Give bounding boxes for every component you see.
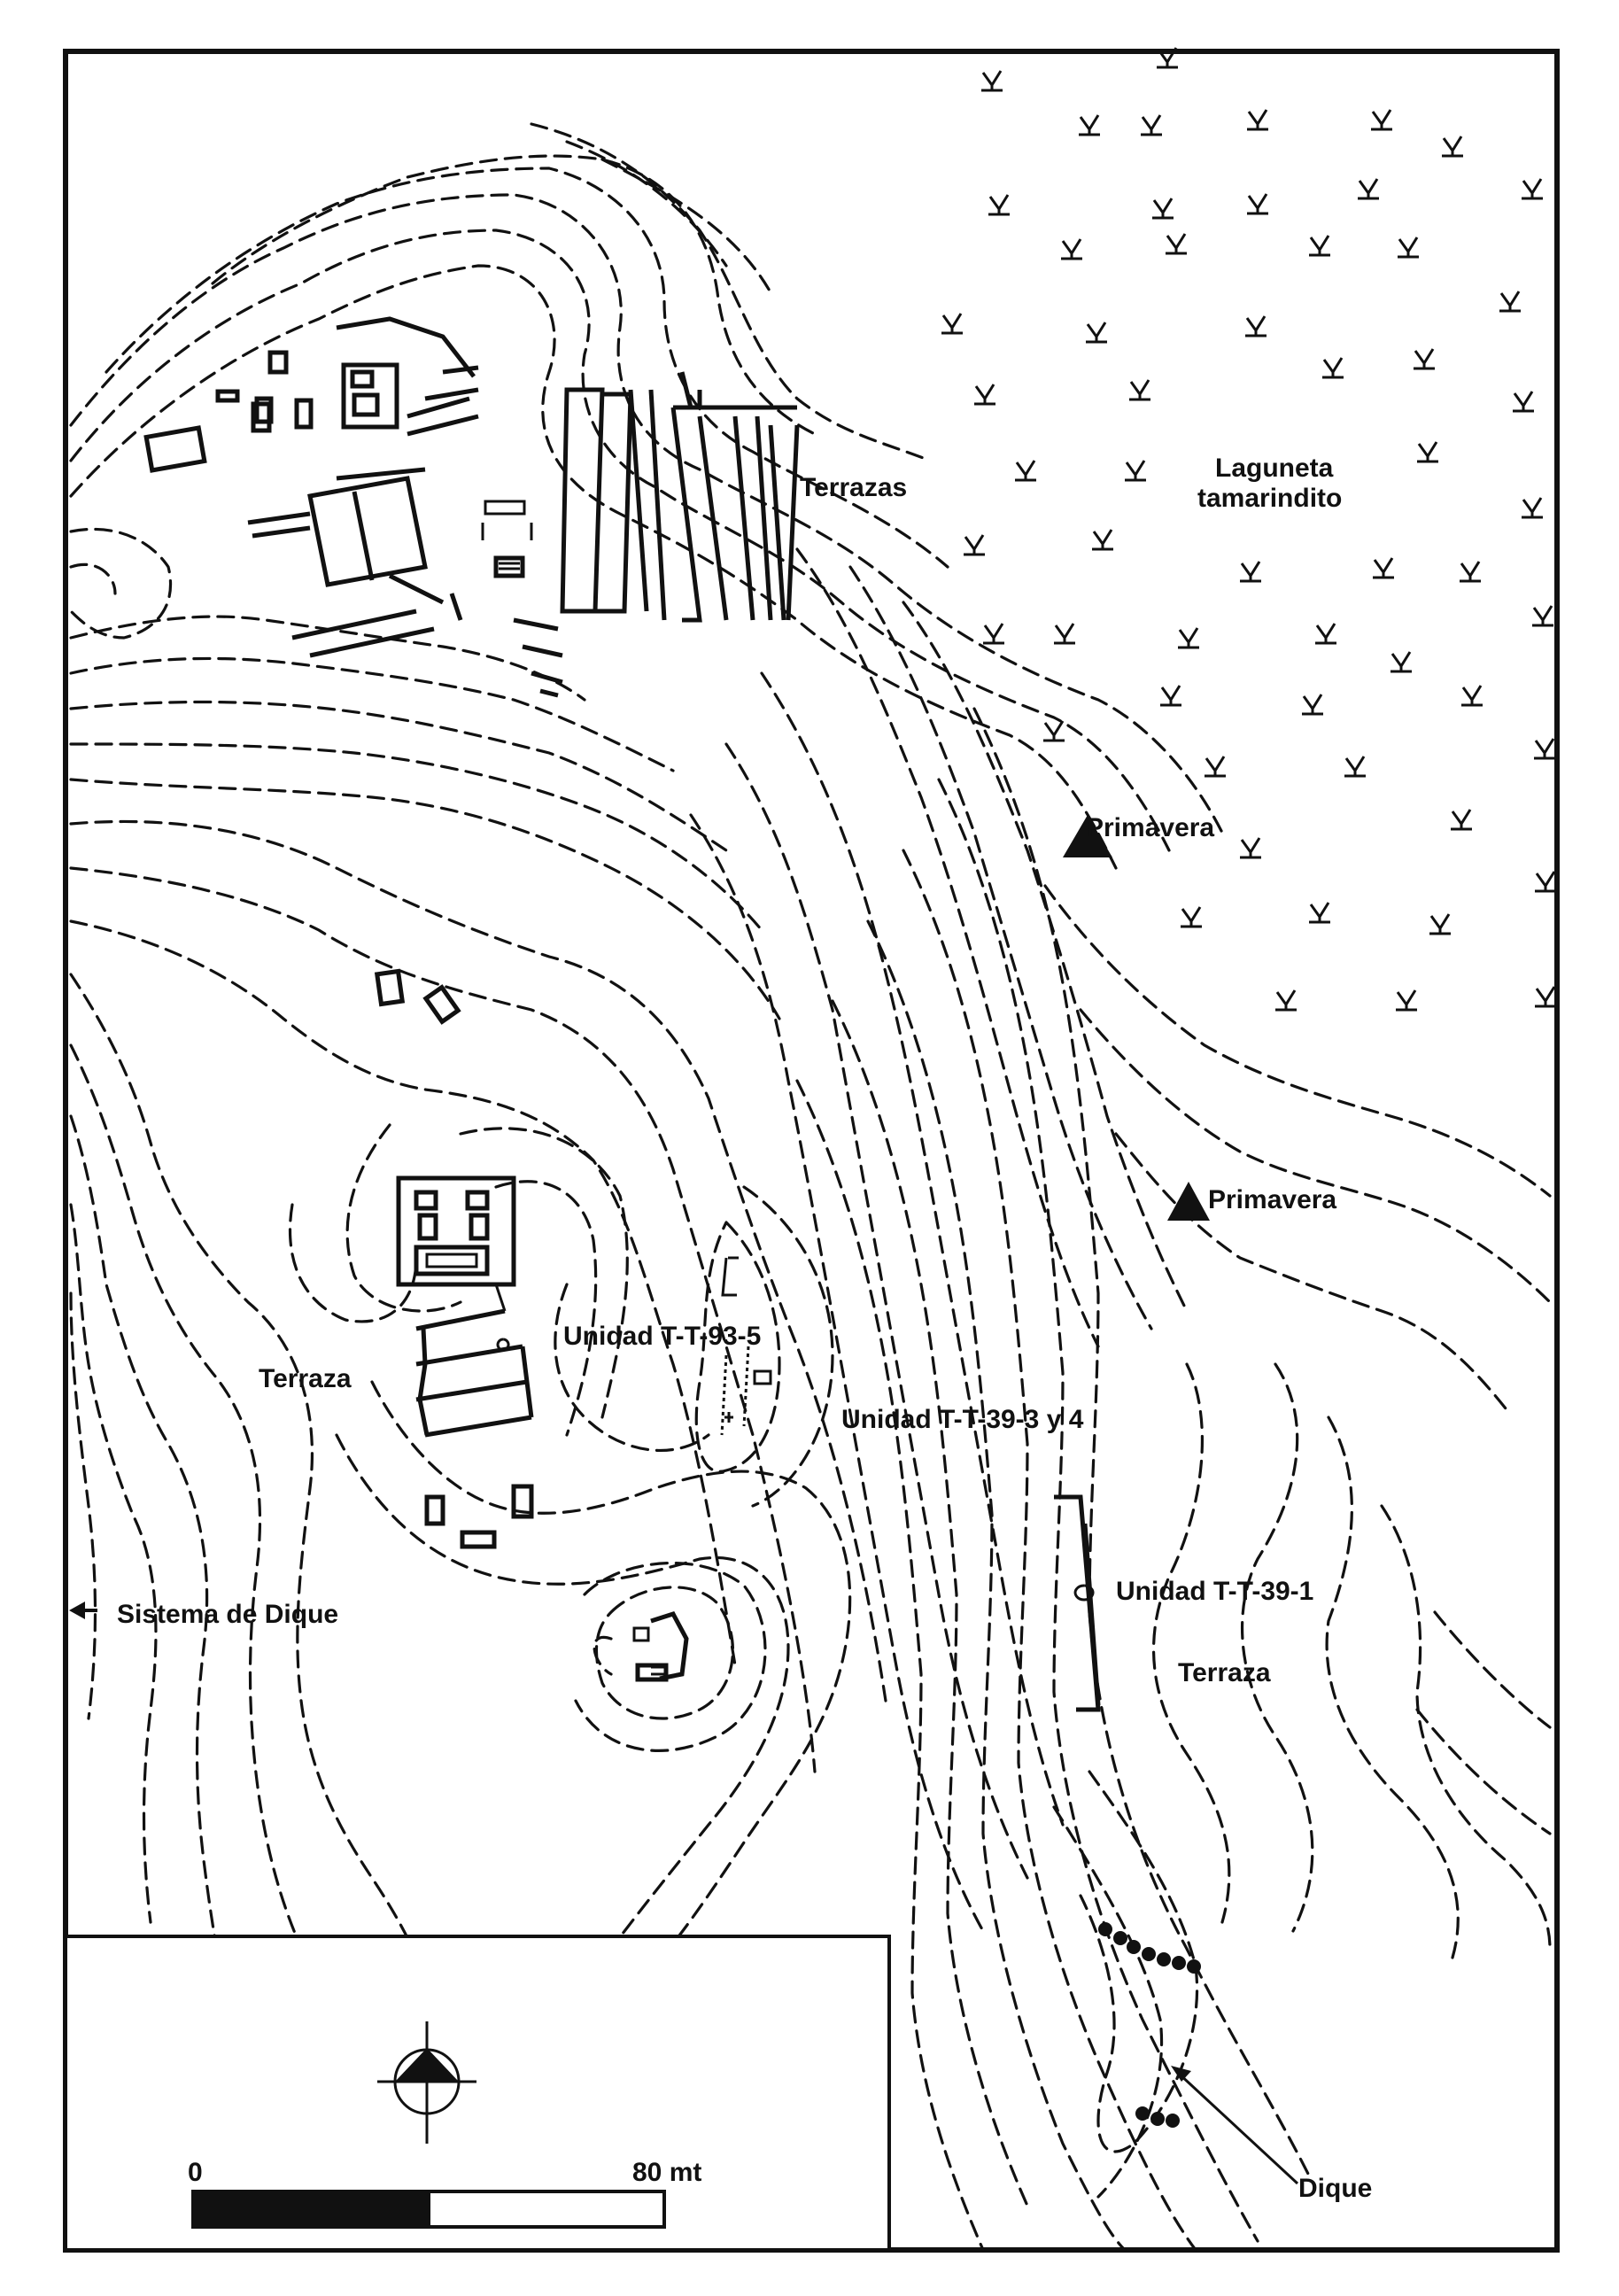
marsh-tuft-icon [1061,238,1082,260]
marsh-tuft-icon [1429,913,1451,935]
spring-triangle-icon [1063,815,1112,857]
marsh-tuft-icon [1532,605,1553,627]
marsh-tuft-icon [1247,193,1268,215]
sistema-de-dique-arrow-icon [69,1602,97,1619]
marsh-tuft-icon [1499,291,1521,313]
marsh-tuft-icon [1461,685,1483,707]
marsh-tuft-icon [1302,694,1323,716]
marsh-tuft-icon [1534,738,1555,760]
marsh-tuft-icon [1240,561,1261,583]
label-unidad-t-t-93-5: Unidad T-T-93-5 [563,1322,761,1351]
marsh-tuft-icon [1129,379,1150,401]
terrazas-strips [560,371,800,623]
dique-arrow [1171,2066,1299,2185]
marsh-tuft-icon [1417,441,1438,463]
marsh-tuft-icon [1371,109,1392,131]
marsh-tuft-icon [1015,460,1036,482]
scale-end-label: 80 mt [632,2158,701,2187]
marsh-tuft-icon [1152,198,1174,220]
marsh-tuft-icon [1086,322,1107,344]
marsh-tuft-icon [964,534,985,556]
marsh-tuft-icon [1358,178,1379,200]
marsh-tuft-icon [1160,685,1181,707]
marsh-tuft-icon [1442,136,1463,158]
map-labels: Terrazas Laguneta tamarindito Primavera … [117,454,1372,2203]
marsh-tuft-icon [1315,623,1336,645]
marsh-tuft-icon [1275,989,1297,1012]
label-sistema-de-dique: Sistema de Dique [117,1600,338,1629]
marsh-tuft-icon [1245,315,1267,337]
marsh-tuft-icon [1178,627,1199,649]
marsh-tuft-icon [1522,178,1543,200]
unidad-t-t-93-5-structures [720,1256,772,1436]
north-arrow-icon [377,2021,476,2144]
marsh-tuft-icon [1322,357,1344,379]
mound-structure [632,1610,689,1682]
marsh-tuft-icon [1205,756,1226,778]
marsh-tuft-icon [1166,233,1187,255]
marsh-tuft-icon [1344,756,1366,778]
north-structures [143,316,563,698]
mid-structures [374,968,461,1025]
marsh-tuft-icon [941,313,963,335]
label-laguneta: Laguneta [1215,454,1334,483]
label-terrazas: Terrazas [800,473,907,502]
marsh-tuft-icon [1373,557,1394,579]
label-unidad-t-t-39-3-y-4: Unidad T-T-39-3 y 4 [841,1405,1084,1434]
marsh-tuft-icon [1181,906,1202,928]
marsh-tuft-icon [1054,623,1075,645]
label-primavera-south: Primavera [1208,1185,1336,1214]
marsh-tuft-icon [1460,561,1481,583]
marsh-tuft-icon [1535,871,1556,893]
marsh-tuft-icon [1396,989,1417,1012]
label-unidad-t-t-39-1: Unidad T-T-39-1 [1116,1577,1313,1606]
marsh-tuft-icon [1535,986,1556,1008]
dique-dots [1098,1922,1201,2128]
marsh-tuft-icon [1522,497,1543,519]
scale-bar [191,2190,666,2229]
marsh-tuft-icon [1451,809,1472,831]
marsh-tuft-icon [1309,235,1330,257]
marsh-tuft-icon [981,70,1003,92]
marsh-tuft-icon [988,194,1010,216]
marsh-tuft-icon [1092,529,1113,551]
label-terraza-east: Terraza [1178,1658,1271,1687]
marsh-tuft-icon [1309,902,1330,924]
marsh-tuft-icon [1513,391,1534,413]
marsh-tuft-icon [1125,460,1146,482]
marsh-tuft-icon [1079,114,1100,136]
marsh-tuft-icon [1157,47,1178,69]
label-tamarindito: tamarindito [1197,484,1342,513]
marsh-tuft-icon [1398,237,1419,259]
label-terraza-west: Terraza [259,1364,352,1393]
label-dique: Dique [1298,2174,1372,2203]
unidad-t-t-39-1-structure [1054,1494,1101,1712]
marsh-tuft-icon [1141,114,1162,136]
marsh-tufts [941,47,1556,1012]
marsh-tuft-icon [1240,837,1261,859]
marsh-tuft-icon [1247,109,1268,131]
marsh-tuft-icon [1043,720,1065,742]
scale-start-label: 0 [188,2158,203,2187]
spring-triangle-icon [1167,1182,1210,1221]
terraza-west-complex [396,1175,534,1549]
marsh-tuft-icon [1390,651,1412,673]
marsh-tuft-icon [983,623,1004,645]
label-primavera-north: Primavera [1086,813,1214,842]
marsh-tuft-icon [974,384,995,406]
marsh-tuft-icon [1414,348,1435,370]
